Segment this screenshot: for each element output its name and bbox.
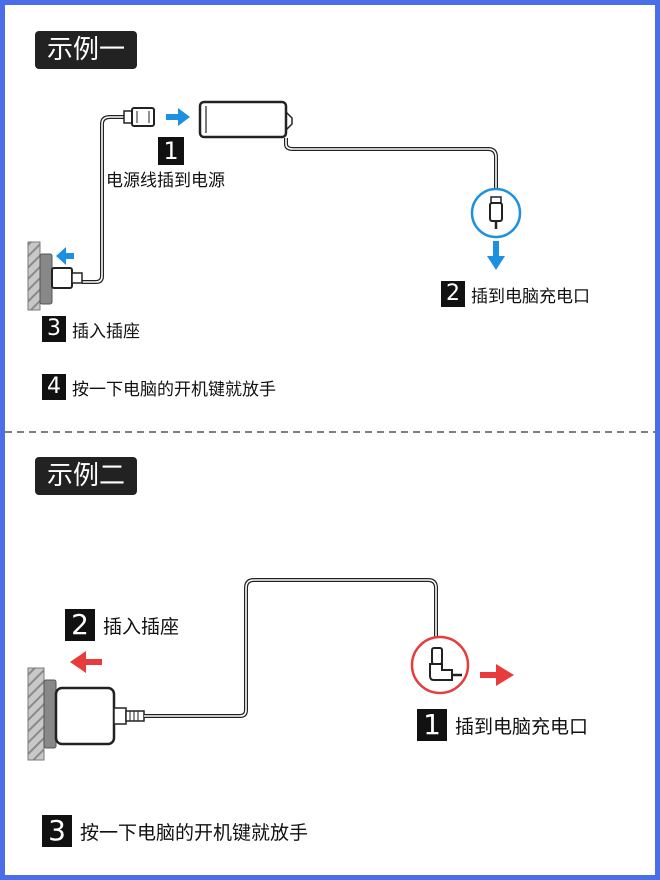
ex1-step4-text: 按一下电脑的开机键就放手 (72, 379, 276, 400)
ex2-step1-number: 1 (417, 709, 447, 741)
ex2-step3: 3 按一下电脑的开机键就放手 (42, 815, 308, 847)
ex1-arrow-down-icon (487, 241, 505, 270)
ex1-input-cable (82, 115, 126, 284)
ex2-cable (144, 578, 438, 718)
ex2-step2-text: 插入插座 (103, 615, 180, 638)
ex2-step1: 1 插到电脑充电口 (417, 709, 588, 741)
ex2-step3-text: 按一下电脑的开机键就放手 (80, 821, 309, 844)
ex1-step1-text: 电源线插到电源 (106, 171, 225, 191)
ex1-output-cable (284, 138, 498, 200)
ex2-arrow-left-icon (70, 651, 102, 673)
ex2-charger-icon (54, 686, 145, 746)
ex1-step2-text: 插到电脑充电口 (471, 286, 590, 307)
ex1-step3-number: 3 (42, 316, 66, 342)
ex1-step1-number: 1 (158, 137, 184, 165)
ex2-heading: 示例二 (35, 457, 138, 495)
ex2-wall-socket-icon (27, 667, 57, 761)
ex1-arrow-right-icon (166, 108, 190, 126)
ex2-arrow-right-icon (480, 664, 514, 686)
power-brick-icon (198, 100, 293, 139)
ex1-step4: 4 按一下电脑的开机键就放手 (42, 374, 276, 400)
ex2-step1-text: 插到电脑充电口 (455, 715, 589, 738)
ex2-step2-number: 2 (65, 609, 95, 641)
ex1-input-connector-icon (123, 107, 155, 127)
ex1-step4-number: 4 (42, 374, 66, 400)
ex2-step2: 2 插入插座 (65, 609, 179, 641)
ex2-dc-plug-icon (410, 635, 470, 695)
ex2-step3-number: 3 (42, 815, 72, 847)
ex1-step2-number: 2 (441, 281, 465, 307)
ex1-step2: 2 插到电脑充电口 (441, 281, 590, 307)
ex1-heading: 示例一 (35, 31, 138, 69)
ex1-arrow-left-icon (56, 247, 74, 265)
ex1-wall-socket-icon (27, 241, 83, 311)
ex1-step3-text: 插入插座 (72, 321, 140, 342)
ex1-dc-plug-icon (470, 187, 522, 239)
ex1-step3: 3 插入插座 (42, 316, 140, 342)
